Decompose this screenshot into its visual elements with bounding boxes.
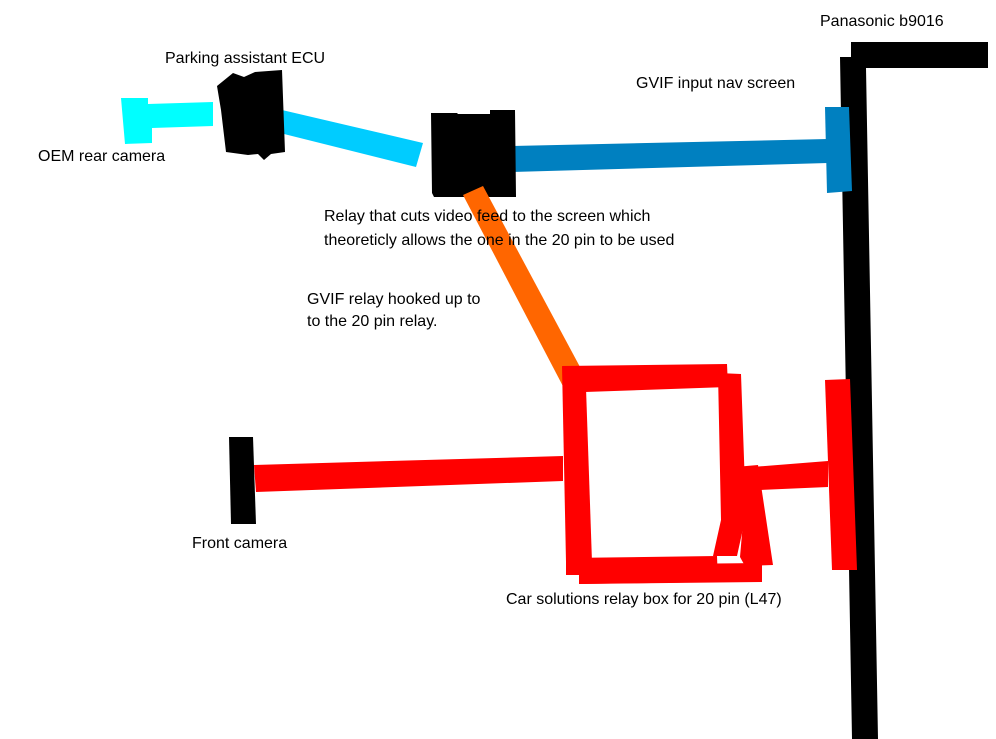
wire-relay-to-gvif: [512, 139, 828, 172]
parking-ecu-shape: [217, 70, 285, 160]
nav-screen-frame: [840, 42, 988, 739]
label-screen: Panasonic b9016: [820, 13, 944, 30]
rear-camera-shape: [121, 98, 213, 144]
relay-box-output-bar: [825, 379, 857, 570]
video-relay-shape: [431, 110, 516, 197]
relay-box-right: [713, 373, 746, 556]
wire-front-camera-to-box: [254, 456, 563, 492]
relay-box-left: [562, 366, 592, 562]
relay-box-foot: [579, 563, 762, 584]
label-gvif-input: GVIF input nav screen: [636, 75, 795, 92]
relay-box-shape: [562, 364, 773, 584]
front-camera-shape: [229, 437, 256, 524]
relay-box-top: [562, 364, 728, 392]
label-relay-box: Car solutions relay box for 20 pin (L47): [506, 591, 782, 608]
label-gvif-relay-line1: GVIF relay hooked up to: [307, 291, 481, 308]
screen-frame-shape: [840, 42, 988, 739]
label-front-camera: Front camera: [192, 535, 287, 552]
label-gvif-relay-line2: to the 20 pin relay.: [307, 313, 437, 330]
label-relay-line2: theoreticly allows the one in the 20 pin…: [324, 232, 674, 249]
wire-box-to-screen: [752, 461, 828, 490]
label-relay-line1: Relay that cuts video feed to the screen…: [324, 208, 650, 225]
wire-ecu-to-relay: [276, 110, 423, 167]
wire-relay-to-box: [463, 186, 587, 392]
label-ecu: Parking assistant ECU: [165, 50, 325, 67]
label-rear-camera: OEM rear camera: [38, 148, 165, 165]
relay-box-leg: [735, 465, 773, 566]
gvif-input-connector: [825, 107, 852, 193]
